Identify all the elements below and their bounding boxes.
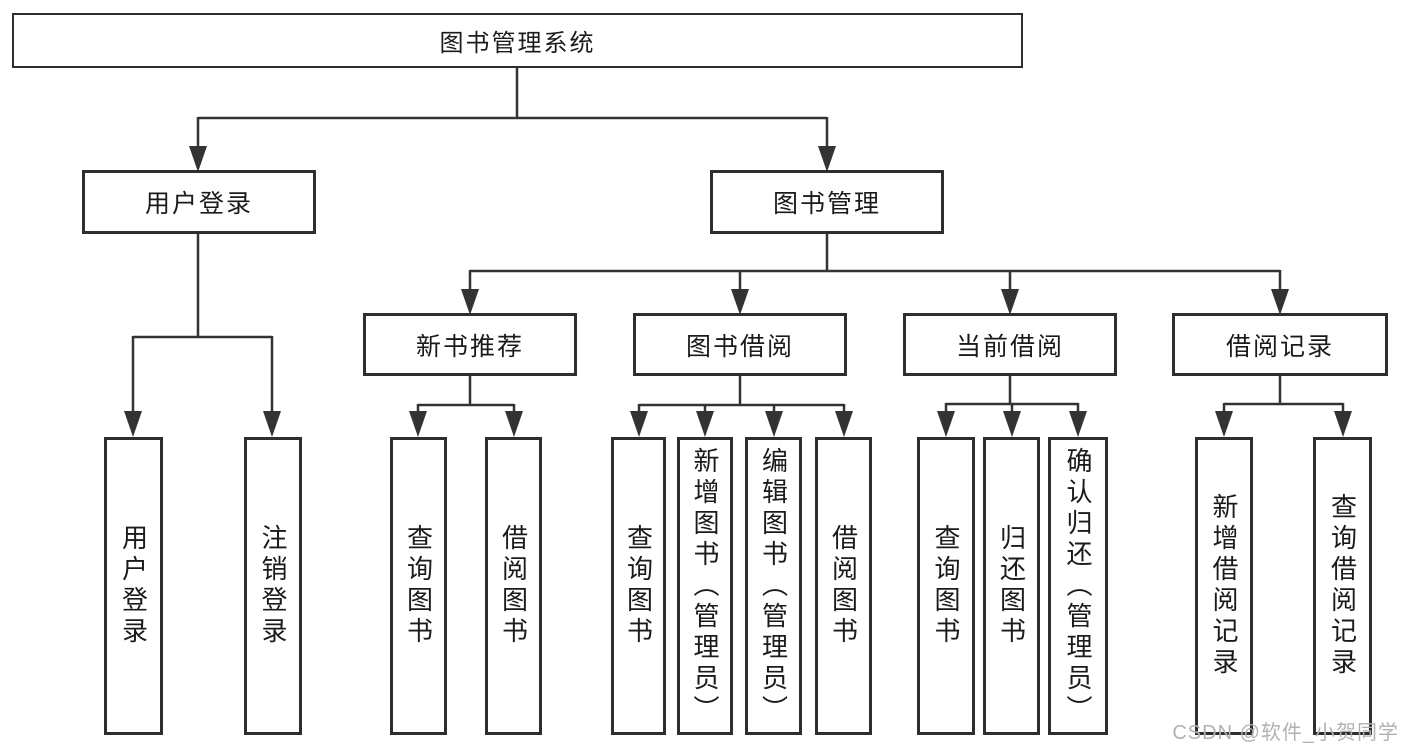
connector-book-management-to-level3 [461, 234, 1289, 315]
leaf-add-borrow-record: 新增借阅记录 [1195, 437, 1253, 735]
leaf-label: 编辑图书（管理员） [758, 446, 789, 726]
leaf-borrow-books-recommend: 借阅图书 [485, 437, 542, 735]
node-label: 新书推荐 [415, 332, 524, 361]
leaf-return-books: 归还图书 [983, 437, 1040, 735]
leaf-label: 借阅图书 [828, 524, 859, 648]
leaf-label: 注销登录 [258, 524, 288, 648]
leaf-label: 确认归还（管理员） [1063, 446, 1093, 726]
node-book-management: 图书管理 [710, 170, 944, 234]
node-user-login: 用户登录 [82, 170, 316, 234]
leaf-query-books-borrow: 查询图书 [611, 437, 666, 735]
leaf-query-borrow-record: 查询借阅记录 [1313, 437, 1372, 735]
leaf-label: 借阅图书 [498, 524, 529, 648]
connector-new-book-recommendation-to-leaves [409, 376, 523, 437]
node-label: 图书借阅 [685, 332, 794, 361]
leaf-label: 新增图书（管理员） [690, 446, 720, 726]
node-new-book-recommendation: 新书推荐 [363, 313, 577, 376]
connector-root-to-level2 [189, 68, 836, 172]
csdn-watermark: CSDN @软件_小贺同学 [1172, 722, 1399, 744]
node-library-management-system: 图书管理系统 [12, 13, 1023, 68]
connector-user-login-to-leaves [124, 234, 281, 437]
node-current-borrowing: 当前借阅 [903, 313, 1117, 376]
connector-borrowing-records-to-leaves [1215, 376, 1352, 437]
node-label: 用户登录 [144, 190, 253, 218]
leaf-confirm-return-admin: 确认归还（管理员） [1048, 437, 1108, 735]
node-label: 图书管理系统 [439, 30, 596, 57]
leaf-label: 新增借阅记录 [1209, 493, 1239, 679]
leaf-logout: 注销登录 [244, 437, 302, 735]
node-label: 借阅记录 [1225, 332, 1334, 361]
leaf-query-books-current: 查询图书 [917, 437, 975, 735]
leaf-borrow-books-borrow: 借阅图书 [815, 437, 872, 735]
connector-book-borrowing-to-leaves [630, 376, 853, 437]
leaf-user-login: 用户登录 [104, 437, 163, 735]
node-borrowing-records: 借阅记录 [1172, 313, 1388, 376]
leaf-edit-book-admin: 编辑图书（管理员） [745, 437, 802, 735]
leaf-label: 用户登录 [118, 524, 149, 648]
leaf-label: 查询图书 [931, 524, 961, 648]
leaf-label: 查询借阅记录 [1327, 493, 1358, 679]
leaf-label: 查询图书 [403, 524, 434, 648]
leaf-label: 查询图书 [623, 524, 654, 648]
node-label: 当前借阅 [955, 332, 1064, 361]
node-book-borrowing: 图书借阅 [633, 313, 847, 376]
node-label: 图书管理 [772, 190, 881, 218]
leaf-add-book-admin: 新增图书（管理员） [677, 437, 733, 735]
leaf-query-books-recommend: 查询图书 [390, 437, 447, 735]
connector-current-borrowing-to-leaves [937, 376, 1087, 437]
leaf-label: 归还图书 [996, 524, 1027, 648]
